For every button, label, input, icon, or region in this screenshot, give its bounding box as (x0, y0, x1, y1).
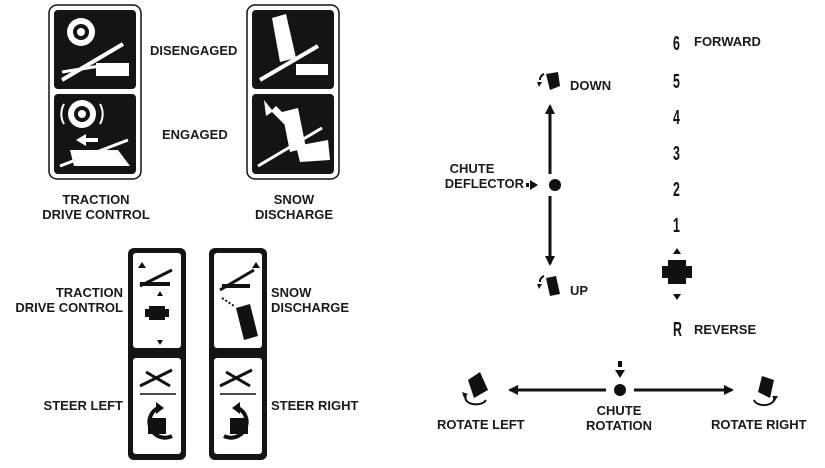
deflector-down-label: DOWN (570, 78, 612, 93)
traction-drive-control-caption: TRACTION DRIVE CONTROL (34, 192, 158, 222)
rotation-arrows (508, 361, 734, 396)
gear-1: 1 (673, 215, 680, 237)
steer-left-icon (139, 368, 176, 440)
rotate-right-label: ROTATE RIGHT (711, 417, 807, 432)
hand-lever-engaged-icon (59, 134, 130, 168)
rotate-left-icon (462, 372, 488, 406)
chute-deflector-line2: DEFLECTOR (444, 176, 524, 191)
snow-line2: DISCHARGE (271, 300, 350, 315)
rotate-left-label: ROTATE LEFT (437, 417, 525, 432)
traction-caption-line2: DRIVE CONTROL (42, 207, 150, 222)
snow-caption-line2: DISCHARGE (254, 207, 333, 222)
gear-engaged-icon (60, 100, 104, 128)
engaged-label: ENGAGED (162, 127, 228, 142)
deflector-arrows (526, 104, 561, 266)
snow-handle-icon (219, 262, 260, 340)
snow-line1: SNOW (271, 285, 312, 300)
disengaged-label: DISENGAGED (150, 43, 238, 58)
left-handle-decal (128, 248, 186, 460)
chute-rotation-line1: CHUTE (596, 403, 642, 418)
traction-line1: TRACTION (55, 285, 123, 300)
chute-rotation-label: CHUTE ROTATION (570, 403, 668, 433)
machine-direction-icon (662, 248, 692, 300)
gear-5: 5 (673, 71, 680, 93)
deflector-up-icon (537, 275, 560, 296)
steer-right-icon (219, 368, 256, 440)
forward-label: FORWARD (694, 34, 761, 49)
snow-discharge-label: SNOW DISCHARGE (271, 285, 349, 315)
chute-disengaged-icon (258, 14, 328, 82)
snow-discharge-caption: SNOW DISCHARGE (248, 192, 340, 222)
steer-right-label: STEER RIGHT (271, 398, 359, 413)
steer-left-label: STEER LEFT (43, 398, 123, 413)
gear-2: 2 (673, 179, 680, 201)
lever-disengaged-icon (60, 42, 129, 82)
chute-deflector-label: CHUTE DEFLECTOR (420, 161, 524, 191)
traction-line2: DRIVE CONTROL (15, 300, 123, 315)
snow-caption-line1: SNOW (273, 192, 315, 207)
traction-caption-line1: TRACTION (62, 192, 130, 207)
reverse-label: REVERSE (694, 322, 757, 337)
gear-3: 3 (673, 143, 680, 165)
deflector-up-label: UP (570, 283, 589, 298)
traction-handle-icon (138, 262, 173, 345)
gear-6: 6 (673, 33, 680, 55)
gear-4: 4 (673, 107, 680, 129)
traction-drive-control-label: TRACTION DRIVE CONTROL (0, 285, 123, 315)
rotate-right-icon (753, 376, 778, 407)
deflector-down-icon (537, 72, 560, 90)
gear-r: R (673, 319, 682, 341)
chute-deflector-line1: CHUTE (449, 161, 495, 176)
chute-rotation-line2: ROTATION (586, 418, 652, 433)
chute-engaged-icon (257, 100, 330, 168)
gear-disengaged-icon (67, 18, 95, 46)
